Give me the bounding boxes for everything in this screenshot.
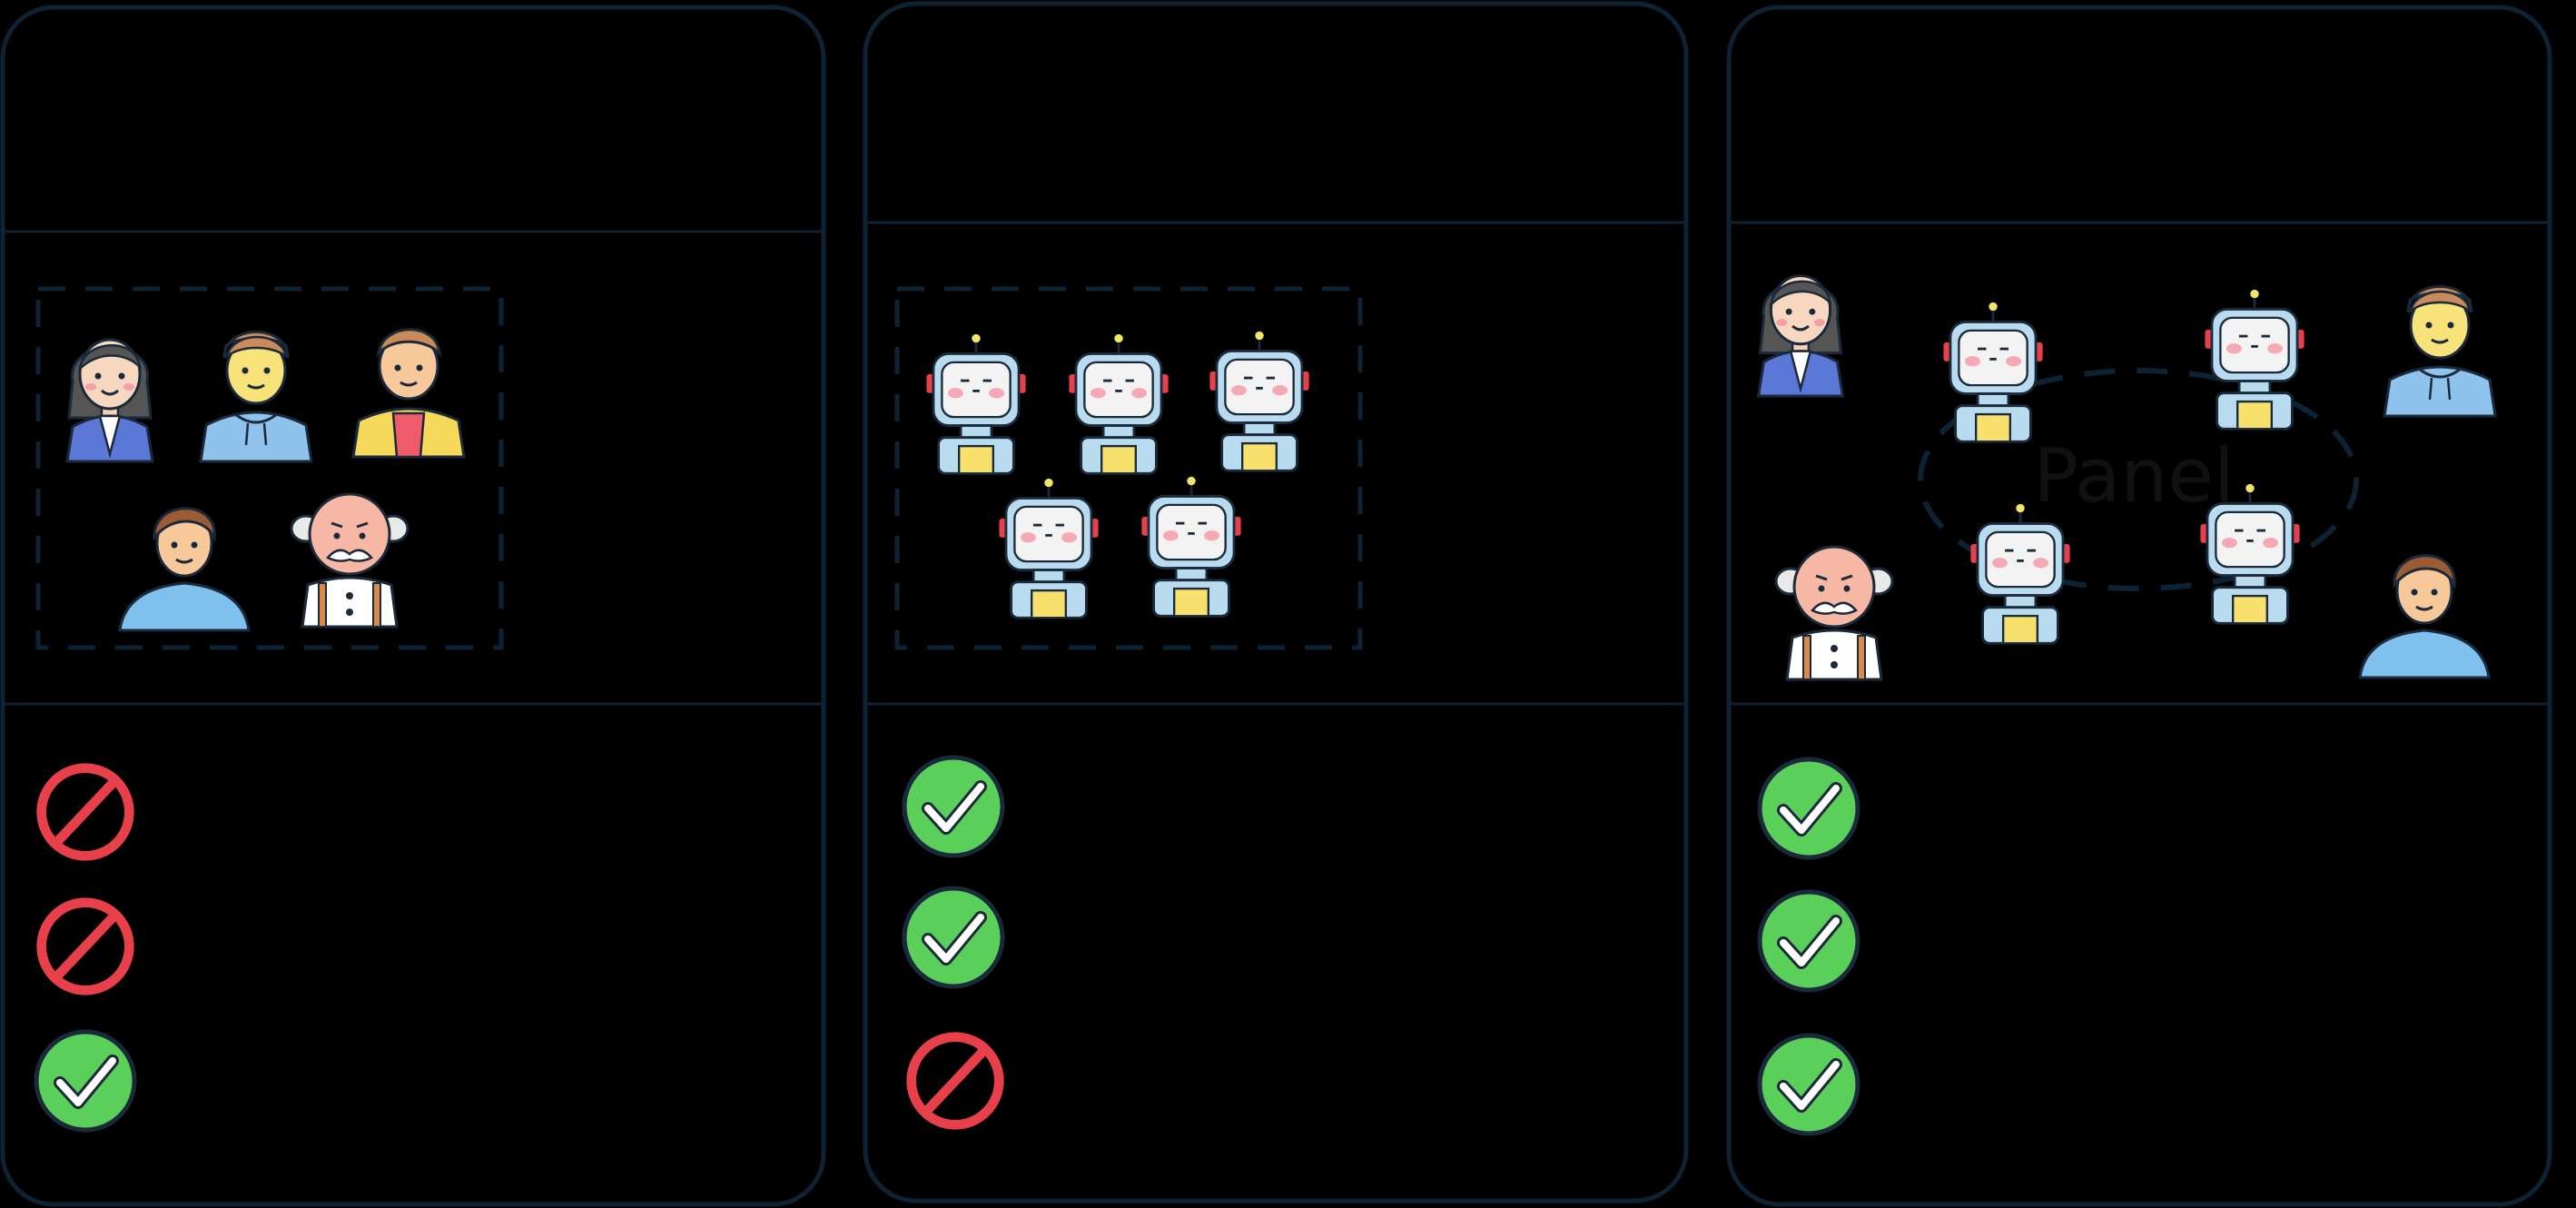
column-frame (863, 1, 1689, 1203)
robot-icon (2203, 288, 2306, 431)
check-icon (1760, 1035, 1858, 1134)
old-man-mustache-icon (290, 492, 410, 629)
check-icon (1760, 892, 1858, 990)
column-panel-team: Panel (1726, 5, 2552, 1207)
column-frame (0, 5, 826, 1207)
robot-icon (1208, 330, 1311, 472)
column-human-team (0, 5, 826, 1207)
old-man-mustache-icon (1774, 545, 1894, 681)
robot-icon (1067, 332, 1170, 475)
prohibited-icon (42, 768, 130, 856)
boy-blue-icon (118, 507, 251, 632)
robot-icon (1140, 475, 1243, 618)
woman-suit-icon (1757, 274, 1844, 398)
check-icon (36, 1032, 134, 1130)
boy-blue-icon (2358, 554, 2491, 679)
robot-icon (924, 332, 1028, 475)
check-icon (904, 757, 1002, 856)
column-frame (1726, 5, 2552, 1207)
group-boundary (894, 286, 1363, 650)
panel-label: Panel (2033, 433, 2234, 520)
check-icon (904, 888, 1002, 986)
column-robot-team (863, 1, 1689, 1203)
prohibited-icon (42, 903, 130, 991)
panel-ring (1918, 368, 2359, 591)
man-hoodie-icon (2383, 285, 2497, 418)
check-icon (1760, 759, 1858, 857)
robot-icon (1969, 502, 2072, 645)
woman-suit-icon (65, 338, 154, 463)
robot-icon (1941, 301, 2045, 443)
prohibited-icon (912, 1037, 1000, 1125)
group-boundary (35, 286, 504, 650)
robot-icon (2198, 482, 2302, 625)
man-yellow-jacket-icon (351, 328, 466, 459)
man-hoodie-icon (199, 331, 313, 463)
robot-icon (997, 477, 1100, 619)
